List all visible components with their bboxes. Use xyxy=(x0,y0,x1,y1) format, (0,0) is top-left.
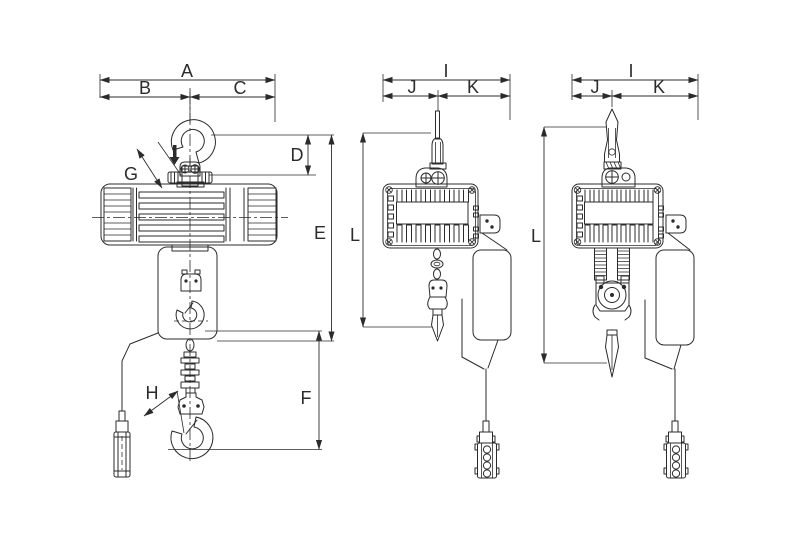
pulley-block xyxy=(592,275,632,321)
pendant-button xyxy=(482,461,492,470)
top-hook-profile xyxy=(603,108,622,170)
double-dimensions: I J K L xyxy=(531,61,699,364)
dim-label-E: E xyxy=(314,223,326,243)
pendant-control xyxy=(663,368,689,479)
dim-label-L-single: L xyxy=(350,225,360,245)
hook-opening-arrow xyxy=(169,145,180,165)
dim-label-H: H xyxy=(146,383,159,403)
double-hoist xyxy=(571,108,695,479)
limit-switch-box xyxy=(665,214,691,251)
dim-label-J-single: J xyxy=(408,77,417,97)
pendant-button xyxy=(671,445,681,454)
dim-label-A: A xyxy=(181,61,193,81)
dim-label-K-double: K xyxy=(653,77,665,97)
pendant-button xyxy=(482,445,492,454)
pendant-control xyxy=(113,332,159,478)
side-view-single-fall: I J K L xyxy=(350,61,512,479)
pendant-control xyxy=(474,368,500,479)
chain-bag xyxy=(644,249,695,370)
dim-label-I-single: I xyxy=(443,61,448,81)
dim-label-I-double: I xyxy=(628,61,633,81)
load-chain xyxy=(180,338,200,394)
hoist-body xyxy=(100,183,278,246)
dim-label-G: G xyxy=(124,164,138,184)
corner-screw-icon xyxy=(573,186,662,246)
corner-screw-icon xyxy=(385,186,476,246)
front-hoist xyxy=(92,92,288,478)
pendant-button xyxy=(671,453,681,462)
bottom-hook-profile xyxy=(427,279,448,342)
suspension-bracket xyxy=(167,161,213,188)
pendant-button xyxy=(671,461,681,470)
single-dimensions: I J K L xyxy=(350,61,511,328)
dim-label-K-single: K xyxy=(467,77,479,97)
front-view: A B C D E F G H xyxy=(92,61,335,478)
pendant-button xyxy=(482,469,492,478)
hoist-body xyxy=(382,183,479,249)
load-chain xyxy=(594,247,630,281)
dim-label-L-double: L xyxy=(531,226,541,246)
side-view-double-fall: I J K L xyxy=(531,61,699,479)
single-hoist xyxy=(382,110,512,479)
dim-label-B: B xyxy=(139,78,151,98)
bottom-hook xyxy=(170,392,214,460)
suspension-bracket xyxy=(601,167,636,188)
dim-label-D: D xyxy=(291,145,304,165)
dim-label-F: F xyxy=(301,388,312,408)
limit-switch-box xyxy=(479,214,508,251)
pendant-button xyxy=(482,453,492,462)
stowed-hook xyxy=(175,300,205,330)
dim-label-J-double: J xyxy=(591,77,600,97)
bottom-hook-profile xyxy=(605,329,619,378)
dim-label-C: C xyxy=(234,78,247,98)
hook-housing xyxy=(157,244,218,340)
pendant-button xyxy=(671,469,681,478)
chain-bag xyxy=(461,249,512,370)
front-dimensions: A B C D E F G H xyxy=(99,61,335,450)
load-chain xyxy=(430,248,444,280)
hoist-body xyxy=(571,183,664,249)
top-hook-profile xyxy=(429,110,447,170)
